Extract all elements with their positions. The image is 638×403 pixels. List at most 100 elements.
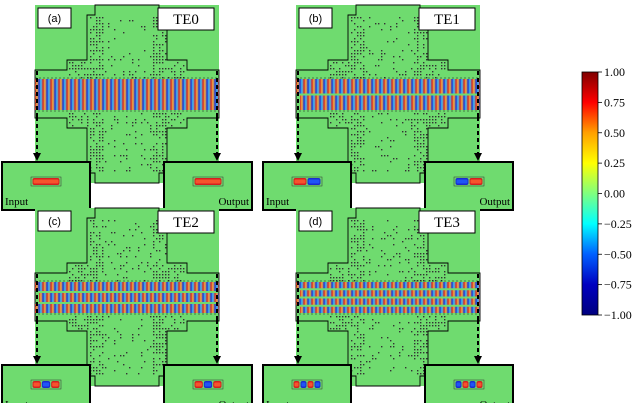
waveguide-edge — [34, 77, 220, 112]
etched-pixel — [417, 164, 419, 166]
etched-pixel — [405, 134, 407, 136]
etched-pixel — [156, 334, 158, 336]
etched-pixel — [363, 131, 365, 133]
etched-pixel — [441, 116, 443, 118]
etched-pixel — [417, 253, 419, 255]
etched-pixel — [93, 71, 95, 73]
etched-pixel — [342, 77, 344, 79]
etched-pixel — [129, 247, 131, 249]
etched-pixel — [417, 122, 419, 124]
etched-pixel — [93, 134, 95, 136]
etched-pixel — [357, 265, 359, 267]
etched-pixel — [87, 68, 89, 70]
etched-pixel — [420, 71, 422, 73]
mode-profile-outline — [30, 379, 62, 390]
etched-pixel — [99, 331, 101, 333]
etched-pixel — [156, 116, 158, 118]
etched-pixel — [426, 322, 428, 324]
etched-pixel — [354, 29, 356, 31]
etched-pixel — [153, 364, 155, 366]
etched-pixel — [153, 343, 155, 345]
etched-pixel — [333, 277, 335, 279]
etched-pixel — [360, 250, 362, 252]
etched-pixel — [408, 250, 410, 252]
etched-pixel — [330, 274, 332, 276]
etched-pixel — [420, 65, 422, 67]
etched-pixel — [123, 277, 125, 279]
etched-pixel — [102, 29, 104, 31]
etched-pixel — [420, 262, 422, 264]
etched-pixel — [363, 116, 365, 118]
etched-pixel — [423, 367, 425, 369]
etched-pixel — [405, 131, 407, 133]
etched-pixel — [354, 158, 356, 160]
etched-pixel — [159, 349, 161, 351]
etched-pixel — [156, 53, 158, 55]
etched-pixel — [99, 32, 101, 34]
etched-pixel — [153, 149, 155, 151]
etched-pixel — [423, 47, 425, 49]
etched-pixel — [156, 337, 158, 339]
etched-pixel — [369, 26, 371, 28]
etched-pixel — [102, 119, 104, 121]
etched-pixel — [96, 319, 98, 321]
etched-pixel — [390, 370, 392, 372]
etched-pixel — [156, 322, 158, 324]
etched-pixel — [414, 244, 416, 246]
etched-pixel — [423, 277, 425, 279]
etched-pixel — [351, 152, 353, 154]
etched-pixel — [93, 44, 95, 46]
etched-pixel — [132, 268, 134, 270]
panel-letter-box — [298, 7, 333, 29]
etched-pixel — [393, 68, 395, 70]
etched-pixel — [159, 364, 161, 366]
etched-pixel — [120, 155, 122, 157]
etched-pixel — [69, 74, 71, 76]
etched-pixel — [357, 241, 359, 243]
etched-pixel — [168, 116, 170, 118]
etched-pixel — [96, 113, 98, 115]
etched-pixel — [156, 113, 158, 115]
etched-pixel — [156, 44, 158, 46]
etched-pixel — [423, 364, 425, 366]
etched-pixel — [96, 152, 98, 154]
input-inset-frame — [262, 364, 352, 403]
etched-pixel — [165, 343, 167, 345]
etched-pixel — [396, 23, 398, 25]
etched-pixel — [348, 268, 350, 270]
etched-pixel — [156, 128, 158, 130]
etched-pixel — [153, 229, 155, 231]
etched-pixel — [156, 59, 158, 61]
etched-pixel — [369, 53, 371, 55]
etched-pixel — [420, 167, 422, 169]
etched-pixel — [153, 161, 155, 163]
field-lobe — [300, 306, 480, 313]
etched-pixel — [153, 146, 155, 148]
output-label: Output — [479, 196, 510, 208]
etched-pixel — [114, 29, 116, 31]
etched-pixel — [183, 319, 185, 321]
etched-pixel — [372, 355, 374, 357]
etched-pixel — [411, 119, 413, 121]
waveguide-field — [296, 282, 480, 313]
etched-pixel — [363, 256, 365, 258]
etched-pixel — [78, 265, 80, 267]
etched-pixel — [357, 322, 359, 324]
etched-pixel — [426, 325, 428, 327]
etched-pixel — [72, 62, 74, 64]
mode-profile-outline — [30, 176, 62, 187]
etched-pixel — [153, 59, 155, 61]
etched-pixel — [393, 238, 395, 240]
arrowhead-icon — [213, 356, 221, 364]
etched-pixel — [354, 259, 356, 261]
etched-pixel — [117, 253, 119, 255]
etched-pixel — [96, 17, 98, 19]
etched-pixel — [69, 271, 71, 273]
etched-pixel — [339, 277, 341, 279]
mode-label: TE2 — [173, 215, 199, 231]
etched-pixel — [429, 65, 431, 67]
etched-pixel — [159, 116, 161, 118]
etched-pixel — [93, 29, 95, 31]
etched-pixel — [417, 140, 419, 142]
etched-pixel — [420, 56, 422, 58]
